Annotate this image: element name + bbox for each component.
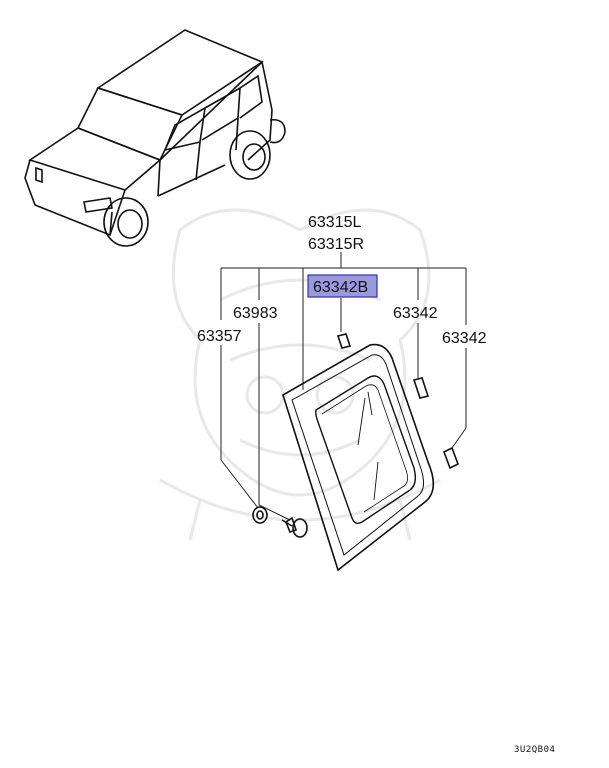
washer-63357-icon — [252, 506, 268, 524]
part-number-63983[interactable]: 63983 — [233, 305, 278, 322]
quarter-glass-icon — [282, 343, 435, 572]
fastener-63983-icon — [281, 516, 308, 538]
part-number-63342-b[interactable]: 63342 — [442, 330, 487, 347]
part-number-63315r[interactable]: 63315R — [308, 236, 364, 253]
watermark-logo — [159, 208, 441, 541]
part-number-63342b[interactable]: 63342B — [313, 279, 368, 296]
clip-63342b-icon — [336, 333, 352, 349]
clip-63342-icon — [412, 377, 430, 399]
diagram-code: 3U2QB04 — [514, 745, 555, 755]
part-number-63357[interactable]: 63357 — [197, 328, 242, 345]
highlight-box — [307, 274, 378, 298]
leader-lines — [220, 252, 467, 521]
highlighted-part-label[interactable]: 63342B — [307, 274, 378, 298]
part-number-63315l[interactable]: 63315L — [308, 214, 361, 231]
part-number-63342-a[interactable]: 63342 — [393, 305, 438, 322]
clip-63342-lower-icon — [442, 446, 460, 470]
vehicle-icon — [24, 29, 286, 247]
